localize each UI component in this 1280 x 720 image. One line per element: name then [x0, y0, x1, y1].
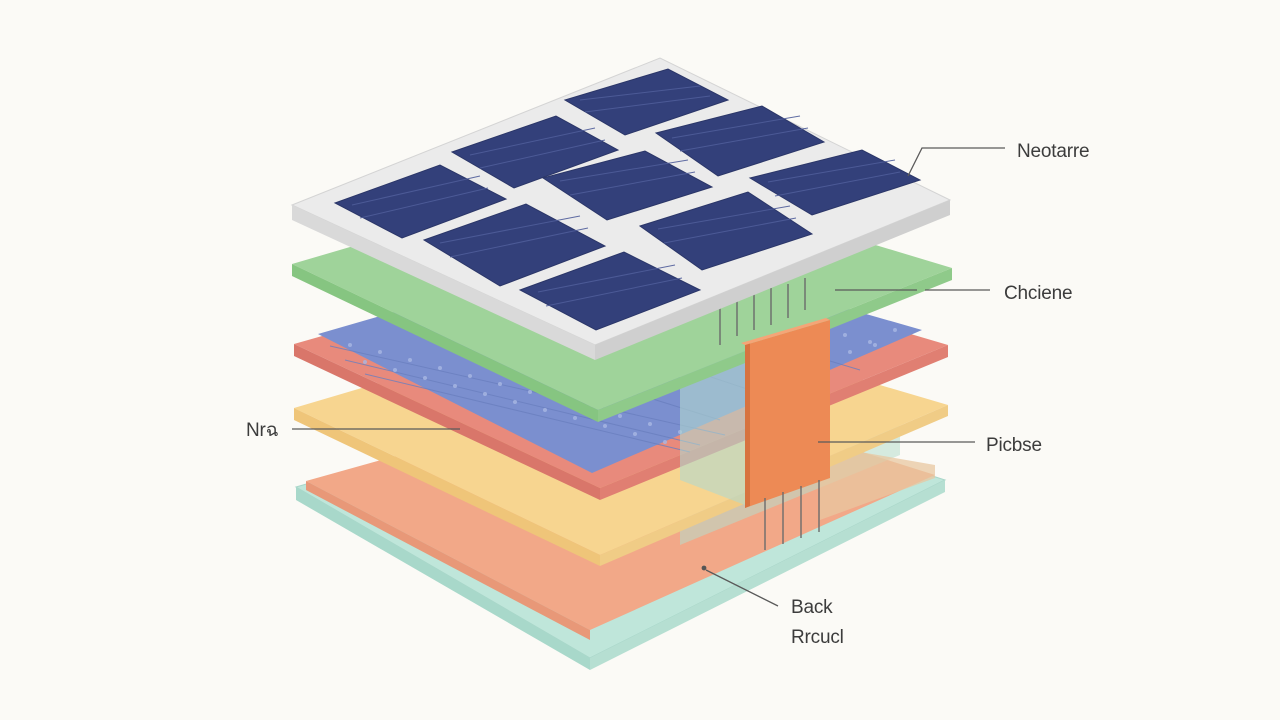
top-panel	[290, 57, 952, 360]
label-bottom-line1: Back	[791, 597, 833, 618]
leader-top-right	[907, 147, 1005, 177]
label-middle-right: Chciene	[1004, 283, 1072, 304]
callout-top-right: Neotarre	[907, 141, 1090, 177]
callout-middle-right: Chciene	[835, 283, 1073, 304]
callout-bottom: Back Rrcucl	[701, 565, 844, 648]
junction-box	[741, 318, 830, 508]
label-bottom-line2: Rrcucl	[791, 627, 844, 648]
blue-layer-dots	[348, 328, 897, 444]
leader-bottom	[705, 569, 779, 607]
callout-lower-right: Picbse	[818, 435, 1042, 456]
label-lower-right: Picbse	[986, 435, 1042, 456]
label-top-right: Neotarre	[1017, 141, 1089, 162]
connector-pins	[764, 480, 820, 550]
label-left: Nrฉ	[246, 420, 279, 441]
leader-bottom-dot	[701, 565, 707, 571]
callout-left: Nrฉ	[246, 420, 460, 441]
solar-cell-lines	[351, 85, 901, 307]
